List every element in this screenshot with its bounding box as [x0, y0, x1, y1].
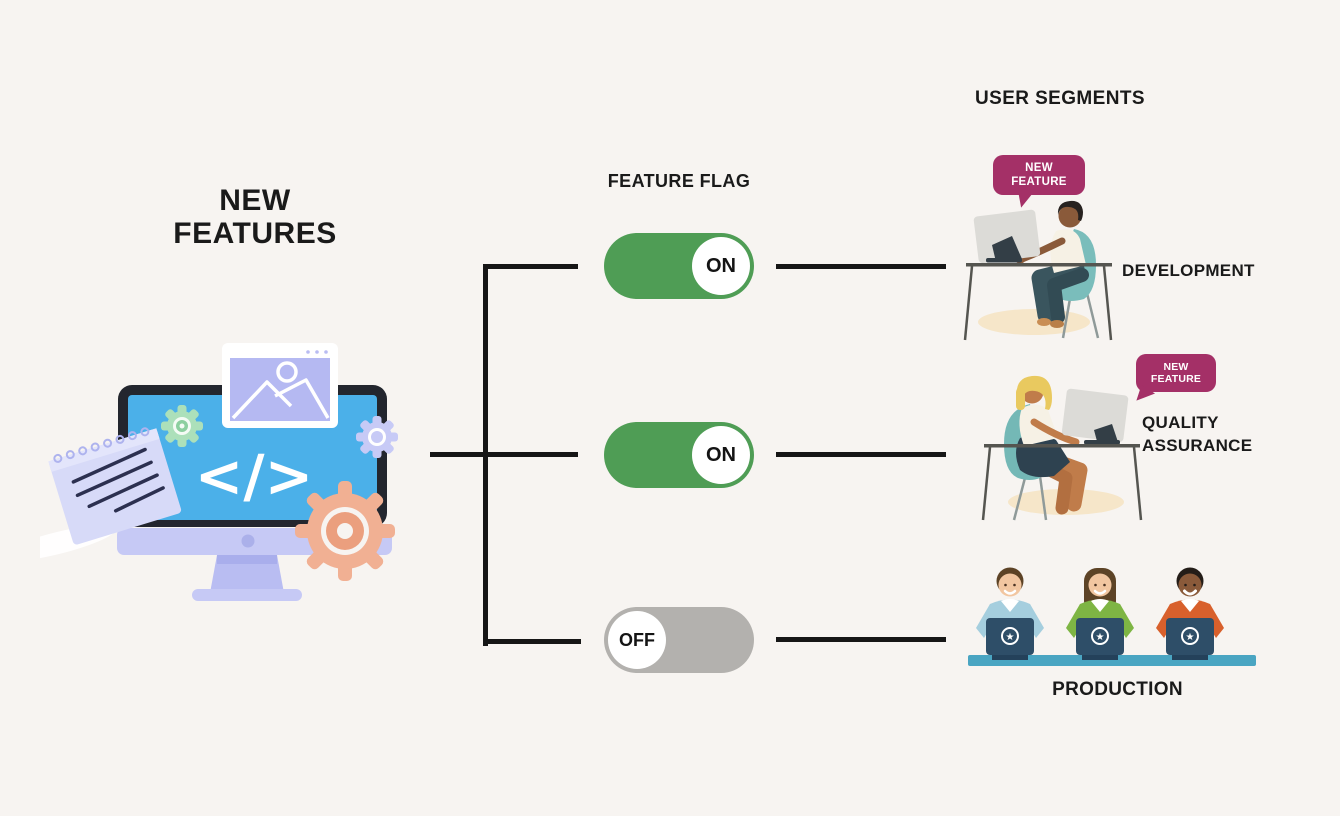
toggle-knob: ON	[692, 237, 750, 295]
connector-trunk	[483, 264, 488, 646]
toggle-production[interactable]: OFF	[604, 607, 754, 673]
toggle-state-label: OFF	[619, 629, 655, 650]
developer-person	[1015, 200, 1089, 328]
production-illustration: ★ ★ ★	[968, 567, 1256, 666]
segment-label-production: PRODUCTION	[1052, 679, 1183, 700]
developer-illustration	[963, 200, 1113, 341]
bubble-text: NEW	[1163, 361, 1189, 373]
production-user	[976, 567, 1044, 638]
toggle-state-label: ON	[706, 254, 736, 277]
desk-monitor	[963, 209, 1113, 341]
bubble-text: NEW	[1025, 162, 1053, 174]
star-icon: ★	[1186, 632, 1195, 643]
bubble-text: FEATURE	[1011, 175, 1067, 188]
bubble-text: FEATURE	[1150, 373, 1202, 386]
code-icon: </>	[195, 442, 313, 510]
qa-illustration	[981, 375, 1143, 521]
speech-bubble: NEW FEATURE	[1132, 354, 1216, 407]
label-line: ASSURANCE	[1142, 435, 1253, 455]
toggle-knob: ON	[692, 426, 750, 484]
label-line: QUALITY	[1142, 413, 1219, 432]
connector-branch-top	[483, 264, 578, 269]
bubble-tail-icon	[1016, 190, 1034, 209]
gear-icon	[295, 481, 395, 581]
speech-bubble: NEW FEATURE	[993, 155, 1085, 209]
toggle-development[interactable]: ON	[604, 233, 754, 299]
gear-icon	[356, 416, 398, 458]
title-line-1: NEW	[219, 184, 291, 217]
segment-label-quality-assurance: QUALITY ASSURANCE	[1142, 412, 1252, 458]
feature-flag-heading: FEATURE FLAG	[607, 171, 751, 191]
star-icon: ★	[1096, 632, 1105, 643]
laptop: ★	[1166, 618, 1214, 660]
production-user	[1156, 567, 1224, 638]
toggle-state-label: ON	[706, 443, 736, 466]
desk-monitor	[981, 388, 1143, 521]
gear-icon	[161, 405, 203, 447]
computer-illustration: </>	[40, 343, 398, 601]
connector-branch-bottom	[483, 639, 581, 644]
segment-label-development: DEVELOPMENT	[1122, 261, 1255, 280]
user-segments-heading: USER SEGMENTS	[975, 88, 1145, 109]
connector-root	[430, 452, 578, 457]
connector-to-production	[776, 637, 946, 642]
notepad	[48, 427, 182, 545]
page-title: NEW FEATURES	[130, 184, 380, 250]
toggle-quality-assurance[interactable]: ON	[604, 422, 754, 488]
laptop: ★	[1076, 618, 1124, 660]
toggle-knob: OFF	[608, 611, 666, 669]
connector-to-development	[776, 264, 946, 269]
connector-to-qa	[776, 452, 946, 457]
image-window	[222, 343, 338, 428]
title-line-2: FEATURES	[173, 217, 337, 250]
production-user	[1066, 568, 1134, 638]
laptop: ★	[986, 618, 1034, 660]
star-icon: ★	[1006, 632, 1015, 643]
